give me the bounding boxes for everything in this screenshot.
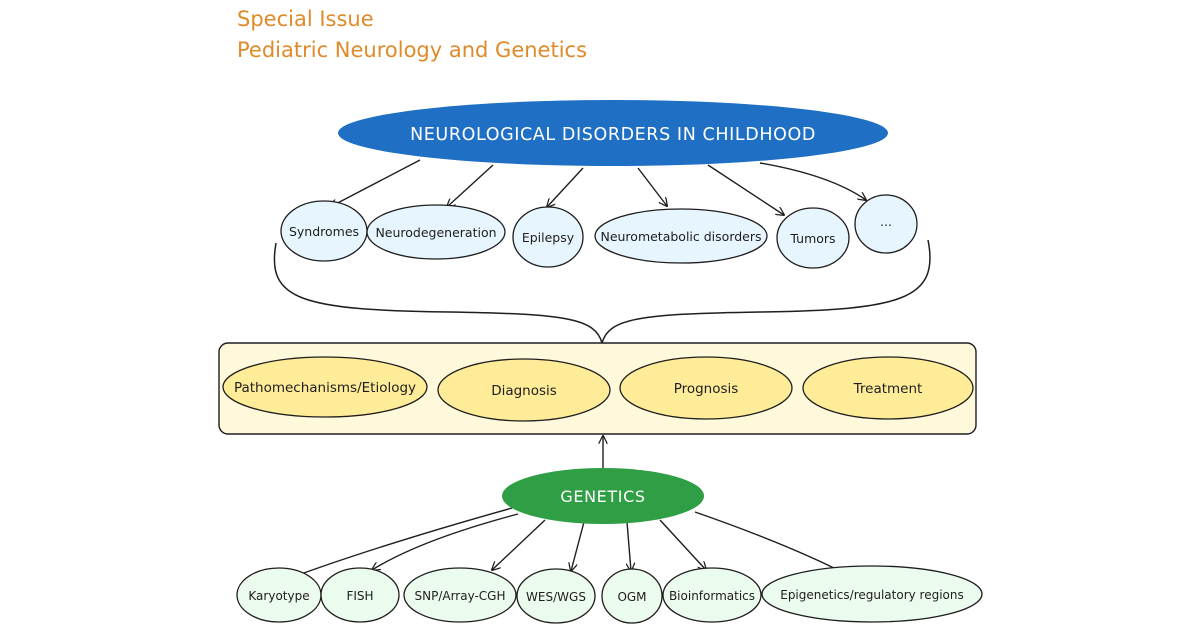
method-ogm: OGM [601, 568, 663, 624]
disorder-label: Neurometabolic disorders [600, 229, 761, 244]
top-arrows [330, 159, 866, 215]
methods-row: Karyotype FISH SNP/Array-CGH WES/WGS OGM… [236, 565, 983, 624]
aspect-label: Diagnosis [491, 383, 557, 399]
method-fish: FISH [320, 567, 400, 623]
method-label: Karyotype [248, 589, 309, 603]
disorder-epilepsy: Epilepsy [512, 206, 584, 268]
top-node-label: NEUROLOGICAL DISORDERS IN CHILDHOOD [410, 125, 816, 145]
disorder-syndromes: Syndromes [280, 200, 368, 262]
method-label: WES/WGS [526, 590, 586, 604]
aspect-diagnosis: Diagnosis [437, 358, 611, 422]
special-issue-title: Special Issue Pediatric Neurology and Ge… [237, 4, 587, 66]
disorder-more: ... [854, 194, 918, 254]
arrow-to-syndromes [330, 159, 421, 207]
arrow-to-tumors [707, 164, 784, 215]
aspect-label: Prognosis [674, 381, 739, 397]
disorder-label: Syndromes [289, 224, 359, 239]
top-node: NEUROLOGICAL DISORDERS IN CHILDHOOD [338, 100, 888, 166]
arrow-to-more [759, 162, 866, 200]
title-line-topic: Pediatric Neurology and Genetics [237, 38, 588, 62]
genetics-node-shape [502, 468, 704, 524]
arrow-to-karyotype [290, 507, 513, 578]
method-label: Bioinformatics [669, 589, 755, 603]
method-label: SNP/Array-CGH [414, 589, 505, 603]
title-line-special-issue: Special Issue [237, 7, 374, 31]
aspect-prognosis: Prognosis [619, 356, 793, 420]
disorder-label: Tumors [789, 231, 835, 246]
disorder-label: Neurodegeneration [375, 225, 496, 240]
aspect-label: Pathomechanisms/Etiology [234, 380, 416, 396]
aspect-label: Treatment [853, 381, 923, 397]
aspects-panel: Pathomechanisms/Etiology Diagnosis Progn… [218, 342, 977, 435]
disorder-neurodegeneration: Neurodegeneration [366, 204, 506, 260]
method-label: OGM [617, 590, 646, 604]
arrow-to-neurodegeneration [447, 164, 494, 207]
method-karyotype: Karyotype [236, 567, 322, 623]
method-label: Epigenetics/regulatory regions [780, 588, 964, 602]
genetics-node-label: GENETICS [560, 487, 645, 506]
method-bioinformatics: Bioinformatics [662, 567, 762, 623]
arrow-to-fish [372, 513, 519, 570]
arrow-to-snp [492, 519, 546, 570]
arrow-to-wes [571, 521, 585, 571]
arrow-to-epigenetics [694, 511, 850, 576]
aspect-pathomechanisms: Pathomechanisms/Etiology [222, 356, 428, 418]
method-wes-wgs: WES/WGS [516, 568, 596, 624]
method-epigenetics: Epigenetics/regulatory regions [761, 565, 983, 623]
top-node-shape [338, 100, 888, 166]
arrow-to-bioinformatics [659, 519, 706, 570]
disorder-tumors: Tumors [776, 207, 850, 269]
arrow-to-ogm [627, 521, 631, 571]
aspect-treatment: Treatment [802, 356, 974, 420]
disorder-row: Syndromes Neurodegeneration Epilepsy Neu… [280, 194, 918, 269]
disorder-neurometabolic: Neurometabolic disorders [594, 208, 768, 264]
method-label: FISH [346, 589, 373, 603]
disorder-label: ... [880, 214, 892, 229]
disorder-label: Epilepsy [522, 230, 575, 245]
arrow-to-epilepsy [547, 167, 584, 207]
genetics-node: GENETICS [502, 468, 704, 524]
arrow-to-neurometabolic [637, 167, 667, 206]
method-snp-array-cgh: SNP/Array-CGH [403, 567, 517, 623]
